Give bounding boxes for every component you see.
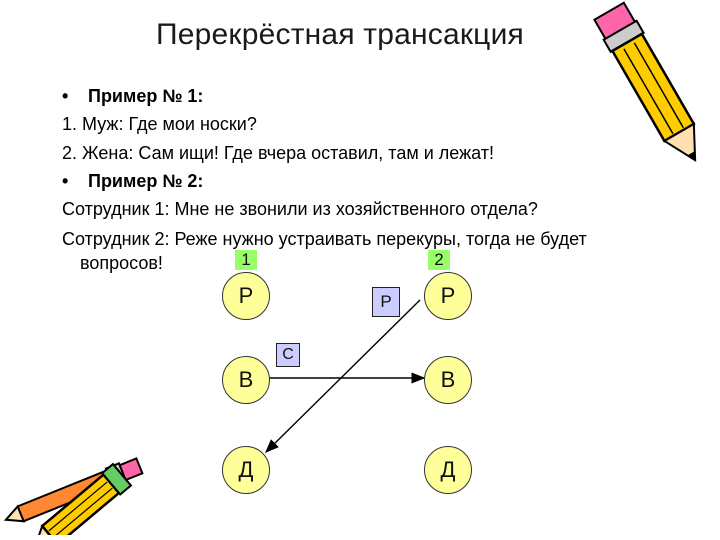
pencils-icon <box>3 457 144 535</box>
slide-title: Перекрёстная трансакция <box>156 18 524 51</box>
left-state-b: В <box>222 356 270 404</box>
right-state-d: Д <box>424 446 472 494</box>
left-state-p: Р <box>222 272 270 320</box>
left-state-d: Д <box>222 446 270 494</box>
bullet: • <box>62 86 69 106</box>
example1-line1: 1. Муж: Где мои носки? <box>62 114 257 134</box>
right-state-b: В <box>424 356 472 404</box>
pencil-icon <box>593 1 697 163</box>
label-box-c: С <box>276 343 300 367</box>
arrow-p-to-d <box>265 299 421 453</box>
example2-heading: •Пример № 2: <box>62 171 204 191</box>
example2-line2: Сотрудник 2: Реже нужно устраивать перек… <box>62 229 587 249</box>
label-box-p: Р <box>372 287 400 317</box>
right-state-p: Р <box>424 272 472 320</box>
example2-line1: Сотрудник 1: Мне не звонили из хозяйстве… <box>62 199 538 219</box>
example2-line3: вопросов! <box>80 253 163 273</box>
example1-line2: 2. Жена: Сам ищи! Где вчера оставил, там… <box>62 143 494 163</box>
example1-heading: •Пример № 1: <box>62 86 204 106</box>
person-1-tag: 1 <box>235 250 257 270</box>
person-2-tag: 2 <box>428 250 450 270</box>
bullet: • <box>62 171 69 191</box>
